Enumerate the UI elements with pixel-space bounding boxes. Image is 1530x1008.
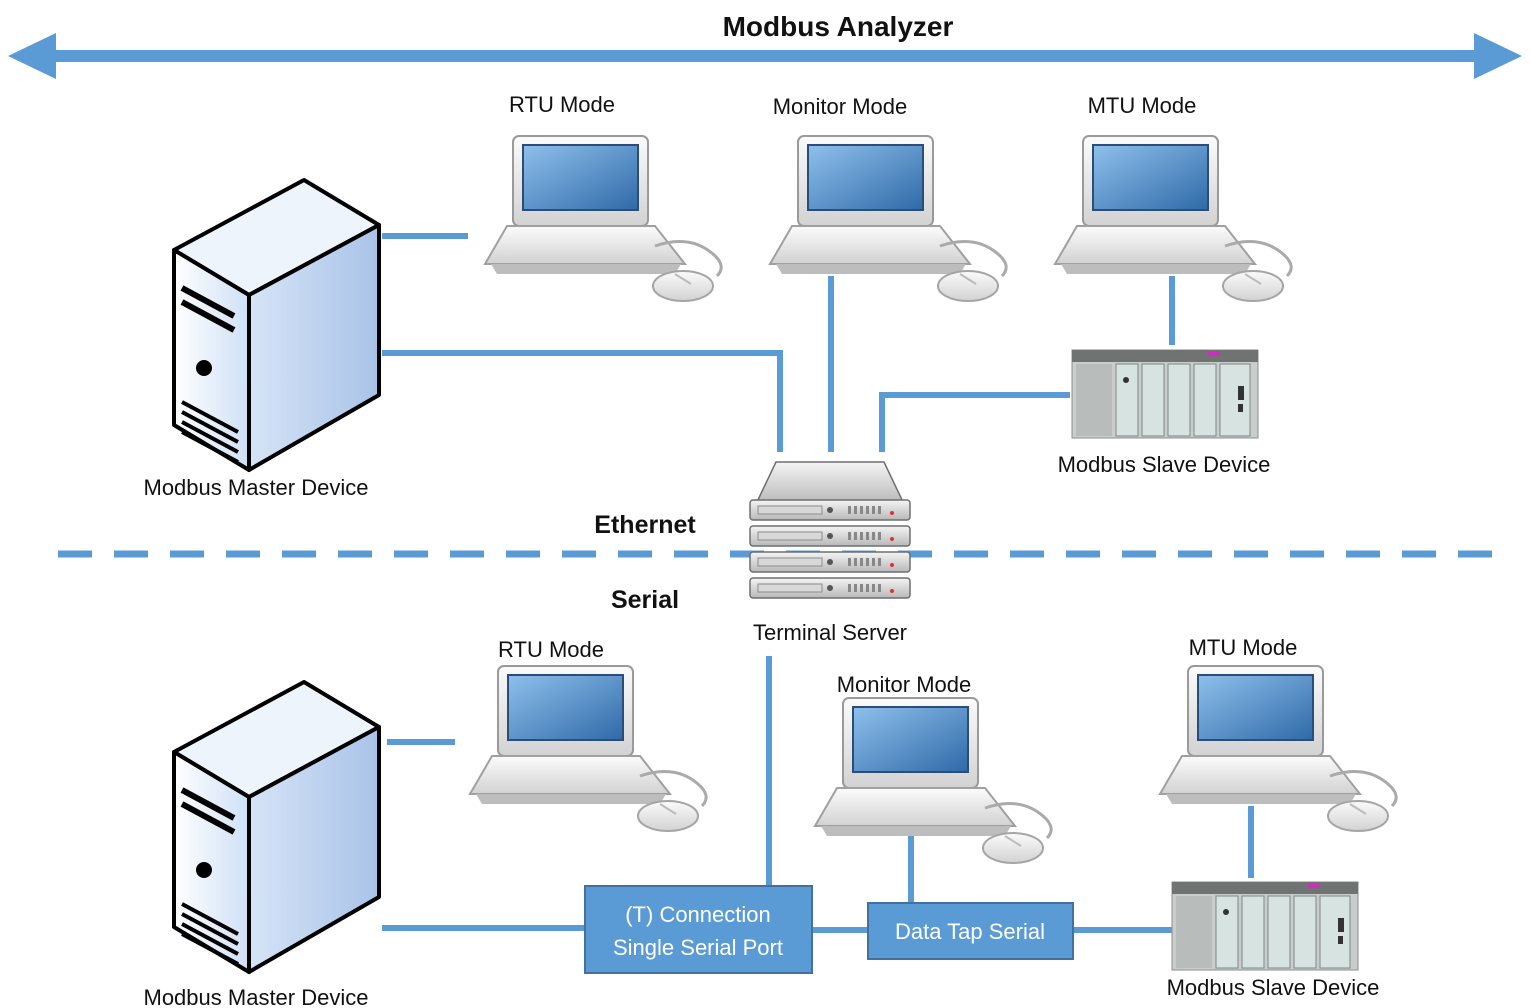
desktop-computer-icon: [1158, 664, 1398, 833]
server-tower-icon: [174, 682, 379, 972]
diagram-title: Modbus Analyzer: [723, 11, 954, 42]
serial-rtu-label: RTU Mode: [498, 637, 604, 662]
desktop-computer-icon: [813, 696, 1053, 865]
serial-label: Serial: [611, 586, 679, 614]
serial-slave-plc: [1171, 881, 1359, 971]
data-tap-label: Data Tap Serial: [895, 919, 1045, 944]
ethernet-master-label: Modbus Master Device: [144, 475, 369, 500]
serial-monitor-label: Monitor Mode: [837, 672, 972, 697]
desktop-computer-icon: [768, 134, 1008, 303]
ethernet-mtu-label: MTU Mode: [1088, 93, 1197, 118]
ethernet-rtu-label: RTU Mode: [509, 92, 615, 117]
ethernet-wires: [382, 233, 1175, 452]
plc-rack-icon: [1071, 349, 1259, 439]
t-connection-box: (T) Connection Single Serial Port: [584, 885, 813, 974]
serial-slave-label: Modbus Slave Device: [1167, 975, 1380, 1000]
t-connection-line2: Single Serial Port: [613, 935, 783, 960]
ethernet-slave-plc: [1071, 349, 1259, 439]
serial-mtu-computer: [1158, 664, 1398, 833]
terminal-server-label: Terminal Server: [753, 620, 907, 645]
ethernet-monitor-label: Monitor Mode: [773, 94, 908, 119]
plc-rack-icon: [1171, 881, 1359, 971]
title-double-arrow: [8, 33, 1522, 79]
serial-monitor-computer: [813, 696, 1053, 865]
rack-server-icon: [749, 461, 911, 599]
serial-mtu-label: MTU Mode: [1189, 635, 1298, 660]
server-tower-icon: [174, 180, 379, 470]
desktop-computer-icon: [468, 664, 708, 833]
ethernet-label: Ethernet: [594, 511, 696, 539]
desktop-computer-icon: [483, 134, 723, 303]
data-tap-serial-box: Data Tap Serial: [867, 902, 1074, 960]
serial-master-tower: [174, 682, 379, 972]
ethernet-slave-label: Modbus Slave Device: [1058, 452, 1271, 477]
ethernet-monitor-computer: [768, 134, 1008, 303]
ethernet-master-tower: [174, 180, 379, 470]
t-connection-line1: (T) Connection: [625, 902, 771, 927]
serial-master-label: Modbus Master Device: [144, 985, 369, 1008]
terminal-server: [749, 461, 911, 599]
serial-rtu-computer: [468, 664, 708, 833]
ethernet-rtu-computer: [483, 134, 723, 303]
serial-wires: [382, 656, 1254, 933]
